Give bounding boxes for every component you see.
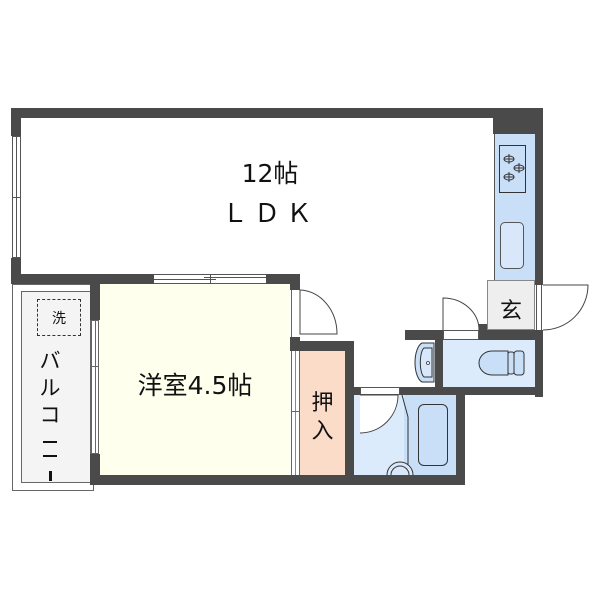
toilet-door-opening[interactable] <box>443 330 479 340</box>
wall-top <box>11 108 543 118</box>
entrance-floor: 玄 <box>487 280 535 330</box>
western-door-swing[interactable] <box>299 289 340 338</box>
bath-door-opening[interactable] <box>360 387 400 395</box>
burner-icon <box>503 154 525 182</box>
western-room-floor <box>100 284 290 475</box>
ldk-floor <box>21 118 493 274</box>
wall-closet-right <box>345 341 354 485</box>
wall-bath-right <box>456 387 465 485</box>
balcony-label: バ ル コ <box>38 348 62 481</box>
closet-floor <box>300 351 345 475</box>
washbasin-icon <box>414 342 435 383</box>
entrance-door[interactable] <box>536 285 542 330</box>
wall-right <box>535 108 543 285</box>
wall-western-bottom <box>90 475 465 485</box>
closet-label: 押 入 <box>311 391 334 444</box>
wall-toilet-right <box>535 330 543 397</box>
western-door-opening[interactable] <box>291 290 299 337</box>
entrance-door-swing[interactable] <box>542 284 591 331</box>
entrance-label: 玄 <box>499 299 522 324</box>
closet-sliding-door[interactable] <box>291 351 300 475</box>
bath-door-swing[interactable] <box>359 394 400 435</box>
wall-left-upper <box>11 108 21 136</box>
stove <box>499 145 526 193</box>
wall-toilet-top <box>479 330 543 340</box>
toilet-door-swing[interactable] <box>442 297 483 332</box>
ldk-name-label: ＬＤＫ <box>221 199 318 229</box>
toilet-icon <box>478 350 525 376</box>
wall-left-lower <box>11 258 21 284</box>
wall-ldk-western-right <box>266 274 300 284</box>
wall-toilet-bottom <box>354 387 543 395</box>
wall-western-left-upper <box>90 284 100 320</box>
bath-partition <box>401 394 409 475</box>
wall-ldk-western-left <box>11 274 154 284</box>
washer-label: 洗 <box>52 311 66 327</box>
ldk-window-left[interactable] <box>12 136 21 258</box>
western-room-label: 洋室4.5帖 <box>137 371 253 400</box>
ldk-area-label: 12帖 <box>241 159 299 188</box>
kitchen-corner-block <box>493 108 543 134</box>
bath-stool-icon <box>386 461 414 476</box>
kitchen-sink <box>500 222 524 269</box>
wall-western-left-lower <box>90 454 100 484</box>
wall-closet-top <box>290 341 354 351</box>
sliding-door-western[interactable] <box>154 274 266 284</box>
wall-toilet-left <box>435 330 443 397</box>
washer-space: 洗 <box>37 299 81 336</box>
bathtub-icon <box>418 404 448 466</box>
western-window-left[interactable] <box>91 320 99 454</box>
wall-western-right-upper <box>290 274 300 290</box>
wall-toilet-top-left <box>405 330 443 340</box>
